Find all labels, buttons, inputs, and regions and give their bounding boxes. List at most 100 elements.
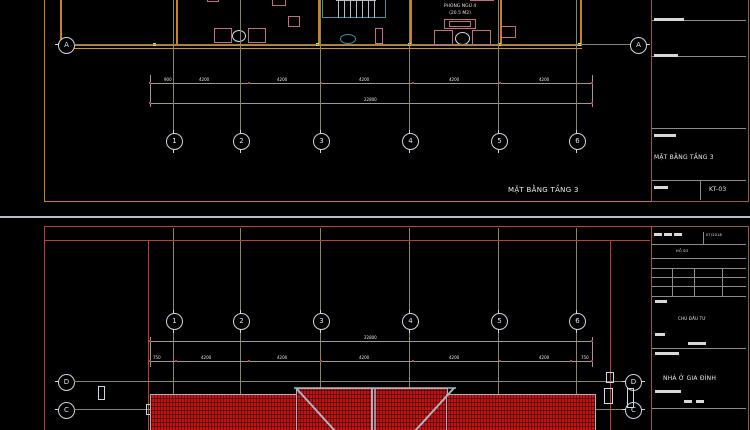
wall-v-left [60,0,62,46]
dim-value: 4200 [200,355,213,360]
titleblock-marker [655,390,681,393]
grid-axis-A [74,44,630,45]
upper-titleblock[interactable] [651,0,749,202]
dim-tick [248,360,250,362]
stair-step [368,0,369,18]
dim-value: 4200 [276,77,289,82]
grid-bubble-2[interactable]: 2 [233,130,250,153]
wall-v-mid4 [500,0,502,46]
furniture-sofa [214,28,232,43]
dim-tick [570,360,572,362]
dim-value: 4200 [538,355,551,360]
titleblock-divider [652,268,746,269]
dim-ext-left [150,75,151,107]
grid-bubble-5[interactable]: 5 [491,310,508,333]
dim-value: 4200 [448,77,461,82]
lower-titleblock-owner: CHỦ ĐẦU TƯ [678,316,706,321]
dim-line-upper-1 [150,83,592,84]
dim-tick [320,82,322,84]
dim-value: 4200 [358,355,371,360]
dim-line-lower-1 [150,341,592,342]
titleblock-marker [655,333,665,336]
grid-line-6 [576,0,577,140]
dim-tick [248,82,250,84]
grid-bubble-C-left[interactable]: C [55,402,78,419]
titleblock-divider-v [694,268,695,296]
titleblock-divider [652,348,746,349]
grid-bubble-4[interactable]: 4 [402,310,419,333]
dim-value: 750 [152,355,162,360]
furniture-lamp [375,28,383,44]
grid-bubble-4[interactable]: 4 [402,130,419,153]
dim-value: 750 [580,355,590,360]
titleblock-divider [652,277,746,278]
titleblock-marker [655,300,667,303]
titleblock-marker [654,233,662,236]
grid-bubble-D-left[interactable]: D [55,374,78,391]
grid-bubble-6[interactable]: 6 [569,310,586,333]
dim-tick [149,102,151,104]
roof-hatch-left [150,394,298,430]
lower-wall-top [44,240,650,241]
titleblock-divider-v [703,232,704,244]
grid-line-2 [240,0,241,140]
stair-step [350,0,351,18]
dim-value: 900 [163,77,173,82]
dim-value: 4200 [538,77,551,82]
dim-value: 4200 [358,77,371,82]
dim-tick [149,360,151,362]
grid-line-3 [320,0,321,140]
upper-titleblock-drawing-name: MẶT BẰNG TẦNG 3 [654,154,714,161]
titleblock-divider [652,296,746,297]
roof-hatch-right [446,394,596,430]
grid-bubble-6[interactable]: 6 [569,130,586,153]
grid-axis-D [74,381,630,382]
furniture-table-round [232,30,246,42]
dim-tick [591,102,593,104]
titleblock-marker [674,233,682,236]
grid-bubble-1[interactable]: 1 [166,130,183,153]
titleblock-divider [652,128,746,129]
staircase-outline [322,0,386,18]
furniture-unit [272,0,286,6]
titleblock-marker [696,400,704,403]
grid-bubble-3[interactable]: 3 [313,130,330,153]
dim-tick [149,340,151,342]
roof-hatch-mid-left [296,388,372,430]
dim-ext-right [592,337,593,367]
grid-bubble-5[interactable]: 5 [491,130,508,153]
lower-titleblock[interactable] [651,226,749,430]
titleblock-divider [652,258,746,259]
room-label-name: PHÒNG NGỦ 4 [443,4,477,9]
titleblock-divider [652,20,746,21]
grid-bubble-2[interactable]: 2 [233,310,250,333]
stair-step [356,0,357,18]
stair-step [338,0,339,18]
furniture-box [288,16,300,27]
titleblock-divider [652,244,746,245]
grid-bubble-1[interactable]: 1 [166,310,183,333]
furniture-sofa [248,28,266,43]
door-symbol [604,388,613,404]
furniture-cabinet [470,0,494,1]
grid-line-1 [173,0,174,140]
titleblock-divider [652,180,746,181]
dim-line-lower-2 [150,361,592,362]
titleblock-marker [684,400,692,403]
lower-titleblock-project: NHÀ Ở GIA ĐÌNH [663,375,717,382]
lower-titleblock-section: HỒ SƠ [676,249,689,253]
dim-tick [499,360,501,362]
lower-wall-right [610,240,611,430]
dim-tick [591,82,593,84]
grid-bubble-3[interactable]: 3 [313,310,330,333]
dim-tick [499,82,501,84]
titleblock-divider-v [672,268,673,296]
dim-tick [591,340,593,342]
titleblock-divider-v [700,180,701,200]
furniture-chair [434,30,453,46]
stair-step [344,0,345,18]
door-symbol [98,386,105,400]
grid-bubble-A-left[interactable]: A [55,37,78,54]
grid-bubble-A-right[interactable]: A [627,37,650,54]
